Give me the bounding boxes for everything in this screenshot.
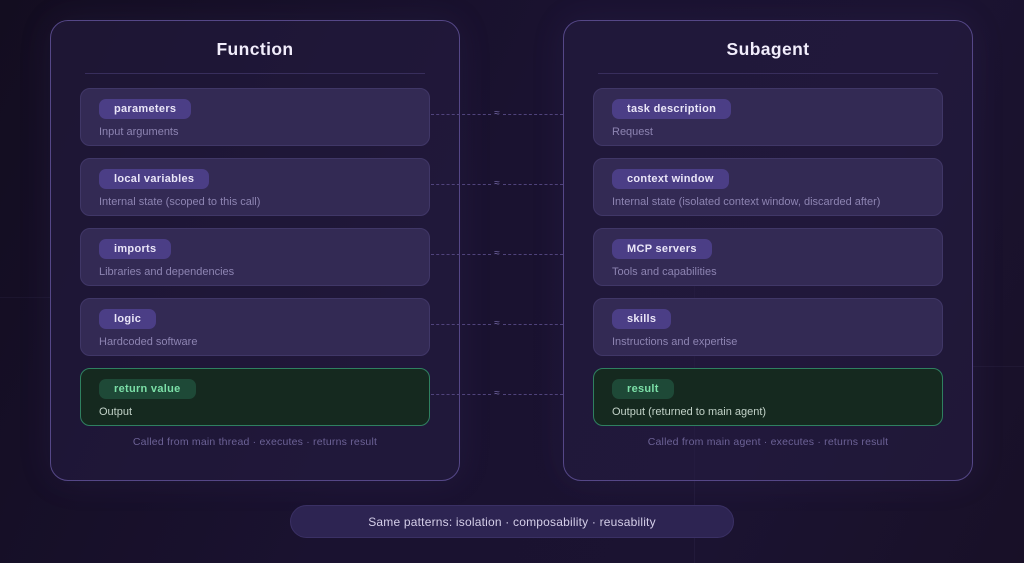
logic-badge: logic — [99, 309, 157, 329]
function-rows: parameters Input arguments local variabl… — [51, 74, 459, 426]
connector-parameters-task-description: ≈ — [431, 108, 563, 120]
dashed-line — [431, 113, 492, 115]
skills-badge: skills — [612, 309, 672, 329]
approx-equal-icon: ≈ — [494, 248, 500, 259]
row-task-description: task description Request — [593, 88, 943, 146]
row-mcp-servers: MCP servers Tools and capabilities — [593, 228, 943, 286]
function-panel: Function parameters Input arguments loca… — [50, 20, 460, 481]
mcp-servers-badge: MCP servers — [612, 239, 712, 259]
context-window-badge: context window — [612, 169, 729, 189]
row-description: Internal state (scoped to this call) — [99, 196, 261, 208]
function-footer-caption: Called from main thread · executes · ret… — [132, 436, 378, 448]
dashed-line — [502, 113, 563, 115]
imports-badge: imports — [99, 239, 172, 259]
divider — [85, 73, 425, 74]
function-panel-title: Function — [216, 39, 294, 59]
row-local-variables: local variables Internal state (scoped t… — [80, 158, 430, 216]
row-description: Instructions and expertise — [612, 336, 738, 348]
row-description: Output — [99, 406, 133, 418]
dashed-line — [502, 253, 563, 255]
dashed-line — [431, 393, 492, 395]
connector-imports-mcp-servers: ≈ — [431, 248, 563, 260]
row-return-value: return value Output — [80, 368, 430, 426]
row-context-window: context window Internal state (isolated … — [593, 158, 943, 216]
row-description: Hardcoded software — [99, 336, 198, 348]
approx-equal-icon: ≈ — [494, 318, 500, 329]
local-variables-badge: local variables — [99, 169, 210, 189]
connector-local-variables-context-window: ≈ — [431, 178, 563, 190]
parameters-badge: parameters — [99, 99, 192, 119]
same-patterns-banner: Same patterns: isolation · composability… — [290, 505, 734, 538]
approx-equal-icon: ≈ — [494, 388, 500, 399]
row-description: Input arguments — [99, 126, 179, 138]
row-description: Internal state (isolated context window,… — [612, 196, 881, 208]
dashed-line — [431, 323, 492, 325]
dashed-line — [502, 183, 563, 185]
task-description-badge: task description — [612, 99, 732, 119]
approx-equal-icon: ≈ — [494, 178, 500, 189]
row-parameters: parameters Input arguments — [80, 88, 430, 146]
row-logic: logic Hardcoded software — [80, 298, 430, 356]
row-description: Libraries and dependencies — [99, 266, 235, 278]
background-grid-line — [972, 366, 1024, 367]
subagent-rows: task description Request context window … — [564, 74, 972, 426]
divider — [598, 73, 938, 74]
banner-text: Same patterns: isolation · composability… — [368, 514, 656, 529]
row-description: Output (returned to main agent) — [612, 406, 767, 418]
row-description: Tools and capabilities — [612, 266, 717, 278]
approx-equal-icon: ≈ — [494, 108, 500, 119]
subagent-footer-caption: Called from main agent · executes · retu… — [647, 436, 889, 448]
connector-return-value-result: ≈ — [431, 388, 563, 400]
row-description: Request — [612, 126, 653, 138]
subagent-panel: Subagent task description Request contex… — [563, 20, 973, 481]
row-skills: skills Instructions and expertise — [593, 298, 943, 356]
subagent-panel-title: Subagent — [726, 39, 810, 59]
dashed-line — [502, 393, 563, 395]
result-badge: result — [612, 379, 674, 399]
background-grid-line — [0, 297, 50, 298]
dashed-line — [431, 253, 492, 255]
return-value-badge: return value — [99, 379, 196, 399]
connector-logic-skills: ≈ — [431, 318, 563, 330]
dashed-line — [431, 183, 492, 185]
dashed-line — [502, 323, 563, 325]
row-result: result Output (returned to main agent) — [593, 368, 943, 426]
row-imports: imports Libraries and dependencies — [80, 228, 430, 286]
